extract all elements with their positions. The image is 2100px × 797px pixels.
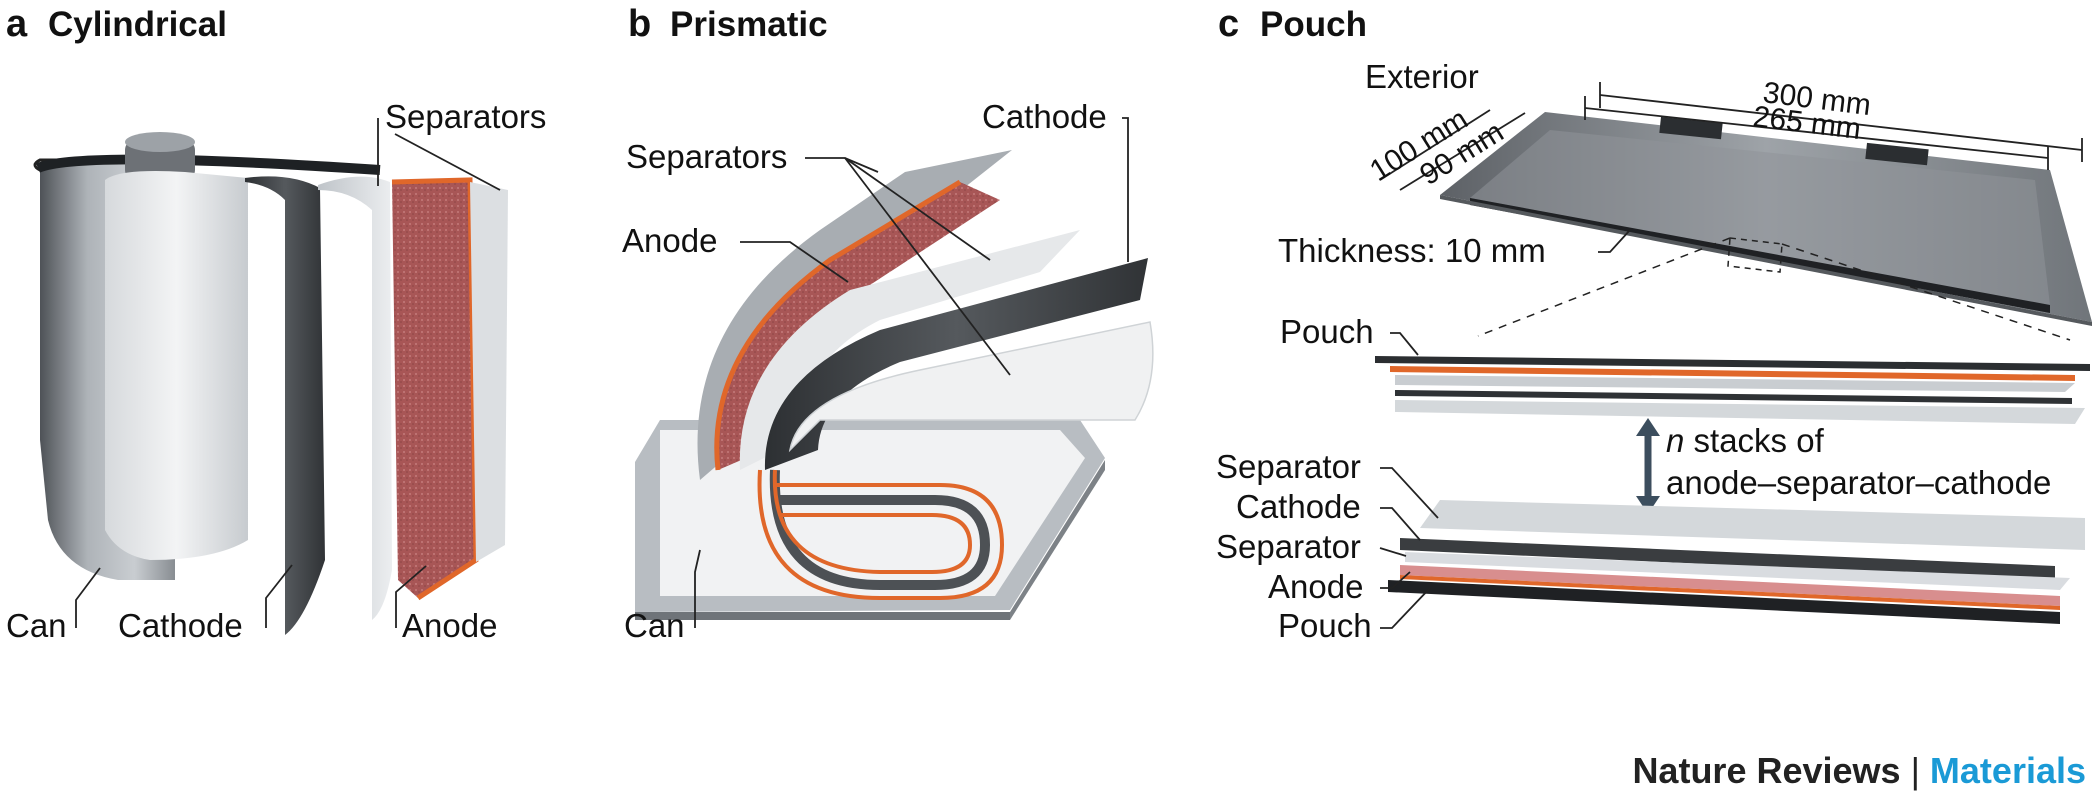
stack-top-cathode <box>1395 390 2072 404</box>
label-b-cathode: Cathode <box>982 98 1107 135</box>
zoom-box <box>1727 237 1783 273</box>
stack-top-separator-2 <box>1395 400 2085 424</box>
cylindrical-rear-separator <box>470 182 508 562</box>
panel-a-title: Cylindrical <box>48 5 227 44</box>
label-c-separator-1: Separator <box>1216 448 1361 485</box>
label-c-pouch-top: Pouch <box>1280 313 1374 350</box>
stack-bottom-pouch <box>1388 580 2060 624</box>
stack-bottom-separator-2 <box>1405 552 2070 590</box>
panel-a-letter: a <box>6 3 28 45</box>
label-a-cathode: Cathode <box>118 607 243 644</box>
stack-bottom-separator-1 <box>1420 500 2085 550</box>
label-c-anode: Anode <box>1268 568 1363 605</box>
stack-bottom-cathode <box>1400 538 2055 580</box>
panel-c-title: Pouch <box>1260 5 1367 44</box>
stack-bottom-anode <box>1400 565 2060 606</box>
label-c-stacks-line2: anode–separator–cathode <box>1666 464 2051 501</box>
credit-journal: Nature Reviews <box>1632 750 1900 791</box>
cylindrical-core <box>105 171 248 560</box>
label-c-thickness: Thickness: 10 mm <box>1278 232 1546 269</box>
panel-c-letter: c <box>1218 3 1239 45</box>
label-b-can: Can <box>624 607 685 644</box>
label-c-stacks-line1: n stacks of <box>1666 422 1825 459</box>
label-b-separators: Separators <box>626 138 787 175</box>
label-c-exterior: Exterior <box>1365 58 1479 95</box>
stack-top-anode <box>1390 366 2075 381</box>
pouch-tab-right <box>1865 142 1929 166</box>
cylindrical-anode-sheet <box>392 180 476 598</box>
label-a-separators: Separators <box>385 98 546 135</box>
panel-b-prismatic: b Prismatic Separators Anode Cathode Can <box>622 3 1154 644</box>
panel-a-cylindrical: a Cylindrical Separators Can Cathode Ano… <box>6 3 546 644</box>
prismatic-front-separator <box>788 321 1154 453</box>
panel-b-title: Prismatic <box>670 5 828 44</box>
cylindrical-cathode-sheet <box>245 176 325 635</box>
label-a-anode: Anode <box>402 607 497 644</box>
stack-top-separator <box>1395 375 2075 392</box>
stacks-line1-text: stacks of <box>1684 422 1824 459</box>
pouch-tab-left <box>1659 116 1723 140</box>
stacks-n: n <box>1666 422 1684 459</box>
panel-c-pouch: c Pouch Exterior 100 mm 90 mm 300 mm 265… <box>1216 3 2092 644</box>
cylindrical-separator-sheet <box>318 176 392 620</box>
credit-section: Materials <box>1930 750 2086 791</box>
credit-divider: | <box>1901 750 1930 791</box>
prismatic-fold-loop <box>769 469 991 590</box>
label-b-anode: Anode <box>622 222 717 259</box>
label-c-cathode: Cathode <box>1236 488 1361 525</box>
label-c-separator-2: Separator <box>1216 528 1361 565</box>
label-c-pouch-bottom: Pouch <box>1278 607 1372 644</box>
label-a-can: Can <box>6 607 67 644</box>
prismatic-cathode <box>764 258 1148 470</box>
panel-b-letter: b <box>628 3 651 45</box>
stack-top-pouch <box>1375 356 2090 371</box>
journal-credit: Nature Reviews | Materials <box>1632 750 2086 791</box>
